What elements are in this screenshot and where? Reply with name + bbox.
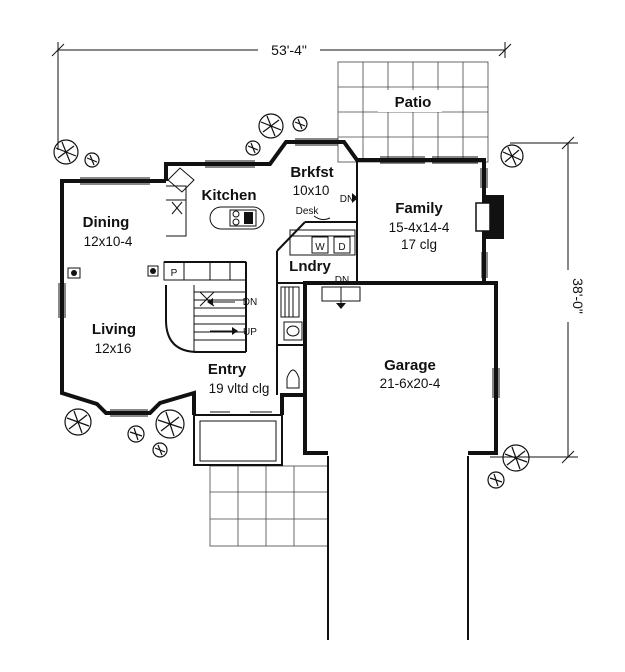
windows: [58, 138, 500, 417]
washer: [311, 236, 329, 254]
garage-steps: [321, 286, 361, 309]
dryer-label: D: [338, 242, 345, 253]
room-label-patio: Patio: [395, 94, 432, 111]
desk-label: Desk: [296, 206, 320, 217]
room-label-lndry: Lndry: [289, 258, 331, 275]
tree-2: [84, 152, 100, 168]
room-label-dining: Dining: [83, 214, 130, 231]
room-size-entry: 19 vltd clg: [209, 381, 270, 396]
room-size-living: 12x16: [95, 341, 132, 356]
depth-dimension: 38'-0": [490, 136, 586, 464]
laundry-appliances: [289, 229, 356, 256]
dryer: [333, 236, 351, 254]
garage-down-label: DN: [335, 275, 349, 286]
room-size-family: 15-4x14-4: [389, 220, 450, 235]
room-size-dining: 12x10-4: [84, 234, 133, 249]
tree-9: [155, 409, 185, 439]
tree-3: [258, 113, 284, 139]
stairs: [165, 285, 246, 353]
tree-10: [152, 442, 168, 458]
tree-12: [487, 471, 505, 489]
tree-5: [292, 116, 308, 132]
front-stoop: [193, 414, 283, 466]
room-label-living: Living: [92, 321, 136, 338]
brkfst-down-label: DN: [340, 194, 354, 205]
desk-pointer: [313, 215, 331, 221]
tree-4: [245, 140, 261, 156]
room-label-kitchen: Kitchen: [201, 187, 256, 204]
room-size-brkfst: 10x10: [293, 183, 330, 198]
kitchen-counters: [163, 167, 247, 281]
walkway-pavers: [209, 465, 329, 547]
width-dimension-label: 53'-4": [271, 42, 307, 58]
room-label-brkfst: Brkfst: [290, 164, 333, 181]
room-label-entry: Entry: [208, 361, 247, 378]
depth-dimension-label: 38'-0": [570, 278, 586, 314]
tree-6: [500, 144, 524, 168]
washer-label: W: [315, 242, 325, 253]
landscaping: [53, 113, 530, 489]
tree-7: [64, 408, 92, 436]
width-dimension: 53'-4": [51, 40, 512, 150]
room-label-family: Family: [395, 200, 443, 217]
tree-11: [502, 444, 530, 472]
room-size-garage: 21-6x20-4: [380, 376, 441, 391]
room-ceiling-family: 17 clg: [401, 237, 437, 252]
exterior-walls: [60, 140, 498, 455]
fireplace: [475, 195, 504, 239]
kitchen-island: [209, 206, 265, 230]
tree-1: [53, 139, 79, 165]
patio-pavers: [337, 61, 489, 163]
stair-down-label: DN: [243, 297, 257, 308]
closet-shelving: [280, 286, 300, 318]
pantry-label: P: [171, 268, 178, 279]
room-label-garage: Garage: [384, 357, 436, 374]
stair-up-label: UP: [243, 327, 257, 338]
driveway: [327, 456, 469, 640]
tree-8: [127, 425, 145, 443]
powder-room: [283, 321, 303, 389]
